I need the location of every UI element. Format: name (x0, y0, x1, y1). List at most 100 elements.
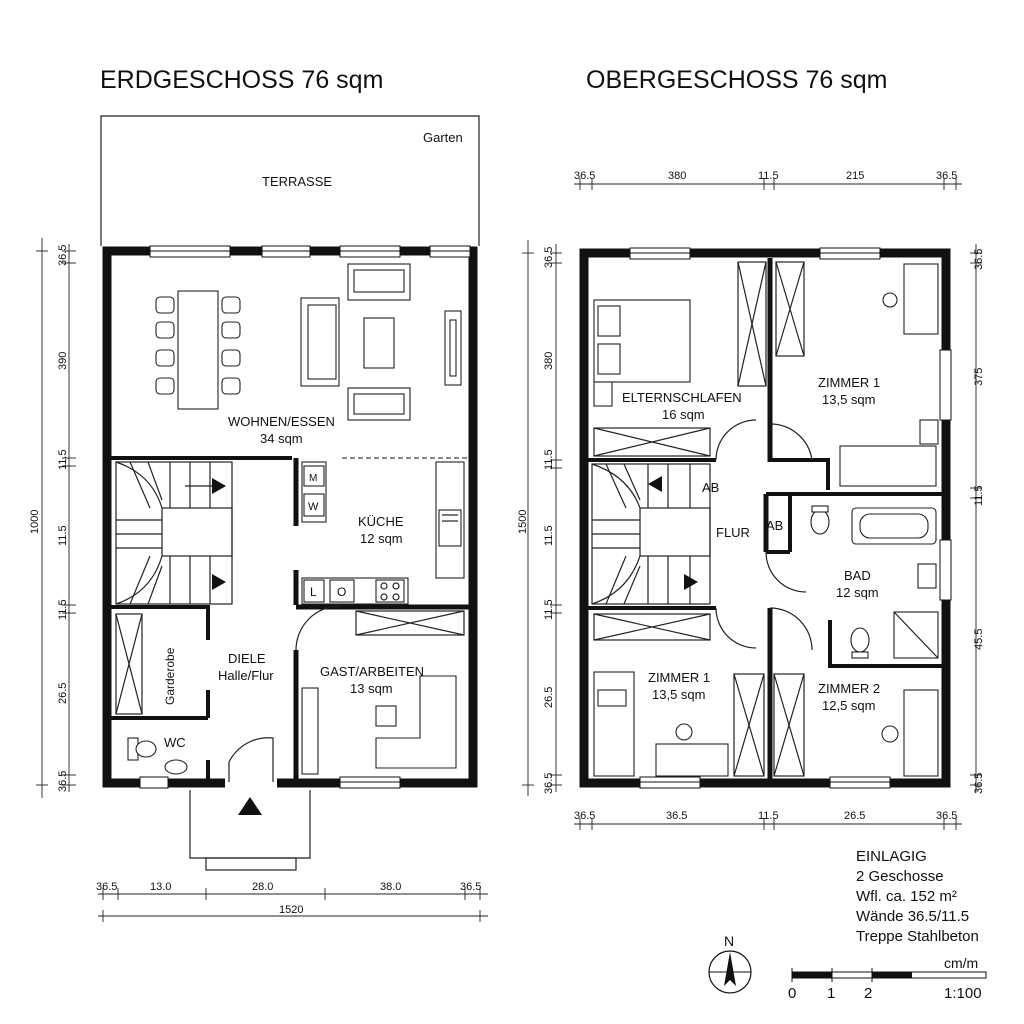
dim-label: 11.5 (57, 525, 69, 546)
upper-floor-bottom-dimensions: 36.5 36.5 11.5 26.5 36.5 (574, 810, 962, 830)
living-furniture (300, 263, 462, 421)
living-room-area: 34 sqm (260, 431, 303, 446)
dim-label: 36.5 (936, 810, 957, 822)
stair-arrow-icon (212, 574, 226, 590)
dim-label: 380 (543, 352, 555, 370)
master-bedroom-furniture (593, 261, 805, 457)
room2-furniture (773, 673, 939, 777)
dim-label: 11.5 (973, 485, 985, 506)
upper-floor-right-dimensions: 36.5 375 11.5 45.5 36.5 (970, 244, 985, 794)
entrance-arrow-icon (238, 797, 262, 815)
terrace-area: Garten TERRASSE (100, 115, 480, 246)
dim-total: 1520 (279, 904, 303, 916)
dim-label: 36.5 (666, 810, 687, 822)
room2-area: 12,5 sqm (822, 698, 875, 713)
kitchen-name: KÜCHE (358, 514, 404, 529)
room1-bottom-name: ZIMMER 1 (648, 670, 710, 685)
chair-icon (882, 292, 898, 308)
dim-label: 36.5 (57, 771, 69, 792)
dim-label: 36.5 (460, 881, 481, 893)
appliance-o: O (337, 585, 346, 599)
upper-floor-stairs (591, 463, 711, 605)
stair-arrow-icon (212, 478, 226, 494)
dim-label: 36.5 (543, 773, 555, 794)
dim-label: 26.5 (844, 810, 865, 822)
plan-notes: EINLAGIG 2 Geschosse Wfl. ca. 152 m² Wän… (856, 848, 979, 945)
note-line: Treppe Stahlbeton (856, 928, 979, 945)
dim-label: 36.5 (574, 810, 595, 822)
wc-room: WC (127, 735, 188, 775)
hall-subtitle: Halle/Flur (218, 668, 274, 683)
appliance-l: L (310, 585, 317, 599)
hall-name: DIELE (228, 651, 266, 666)
north-label: N (724, 933, 734, 949)
stair-arrow-icon (648, 476, 662, 492)
north-arrow-icon: N (708, 933, 752, 994)
ground-floor-left-dimensions: 36.5 390 11.5 11.5 11.5 26.5 36.5 1000 (29, 238, 76, 798)
dim-label: 36.5 (543, 247, 555, 268)
scale-tick: 0 (788, 985, 796, 1002)
scale-tick: 2 (864, 985, 872, 1002)
dim-total: 1500 (517, 510, 529, 534)
dim-label: 45.5 (973, 629, 985, 650)
dim-label: 11.5 (758, 170, 779, 182)
scale-bar: cm/m 0 1 2 1:100 (788, 955, 987, 1002)
note-line: 2 Geschosse (856, 868, 944, 885)
chair-icon (675, 723, 693, 741)
room1-top-name: ZIMMER 1 (818, 375, 880, 390)
scale-ratio: 1:100 (944, 985, 982, 1002)
appliance-m: M (309, 473, 317, 484)
dim-label: 380 (668, 170, 686, 182)
note-line: Wände 36.5/11.5 (856, 908, 969, 925)
bathroom-fixtures (810, 505, 939, 659)
scale-unit: cm/m (944, 955, 978, 971)
ground-floor-bottom-dimensions: 36.5 13.0 28.0 38.0 36.5 1520 (96, 881, 488, 922)
dim-total: 1000 (29, 510, 41, 534)
bathroom-area: 12 sqm (836, 585, 879, 600)
dim-label: 375 (973, 368, 985, 386)
dim-label: 36.5 (96, 881, 117, 893)
wc-label: WC (164, 735, 186, 750)
master-bedroom-area: 16 sqm (662, 407, 705, 422)
dim-label: 11.5 (57, 449, 69, 470)
scale-tick: 1 (827, 985, 835, 1002)
dim-label: 390 (57, 352, 69, 370)
dim-label: 36.5 (57, 245, 69, 266)
wardrobe-label: Garderobe (163, 647, 177, 705)
room1-bottom-furniture (593, 613, 765, 777)
ground-floor-title: ERDGESCHOSS 76 sqm (100, 66, 383, 94)
master-bedroom-name: ELTERNSCHLAFEN (622, 390, 742, 405)
hall-name: FLUR (716, 525, 750, 540)
bathroom-name: BAD (844, 568, 871, 583)
wardrobe: Garderobe (115, 613, 177, 715)
dim-label: 26.5 (543, 687, 555, 708)
garden-label: Garten (423, 130, 463, 145)
kitchen-counters: M W L O (301, 461, 465, 605)
room1-bottom-area: 13,5 sqm (652, 687, 705, 702)
room1-top-area: 13,5 sqm (822, 392, 875, 407)
dim-label: 36.5 (574, 170, 595, 182)
dim-label: 26.5 (57, 683, 69, 704)
upper-floor-inner-walls (588, 258, 942, 779)
dim-label: 11.5 (543, 599, 555, 620)
dim-label: 36.5 (973, 249, 985, 270)
guest-room-furniture (295, 605, 465, 775)
kitchen-area: 12 sqm (360, 531, 403, 546)
upper-floor-left-dimensions: 36.5 380 11.5 11.5 11.5 26.5 36.5 1500 (517, 240, 562, 796)
note-line: Wfl. ca. 152 m² (856, 888, 957, 905)
upper-floor-outer-walls (579, 247, 952, 789)
ab-label: AB (702, 480, 719, 495)
note-line: EINLAGIG (856, 848, 927, 865)
dim-label: 11.5 (758, 810, 779, 822)
dim-label: 215 (846, 170, 864, 182)
room1-top-furniture (839, 263, 939, 487)
ground-floor-inner-walls (111, 456, 469, 779)
ground-floor-stairs (115, 461, 233, 605)
dim-label: 36.5 (936, 170, 957, 182)
stair-arrow-icon (684, 574, 698, 590)
dim-label: 11.5 (543, 525, 555, 546)
dim-label: 11.5 (543, 449, 555, 470)
dim-label: 38.0 (380, 881, 401, 893)
guest-room-area: 13 sqm (350, 681, 393, 696)
terrace-label: TERRASSE (262, 174, 332, 189)
